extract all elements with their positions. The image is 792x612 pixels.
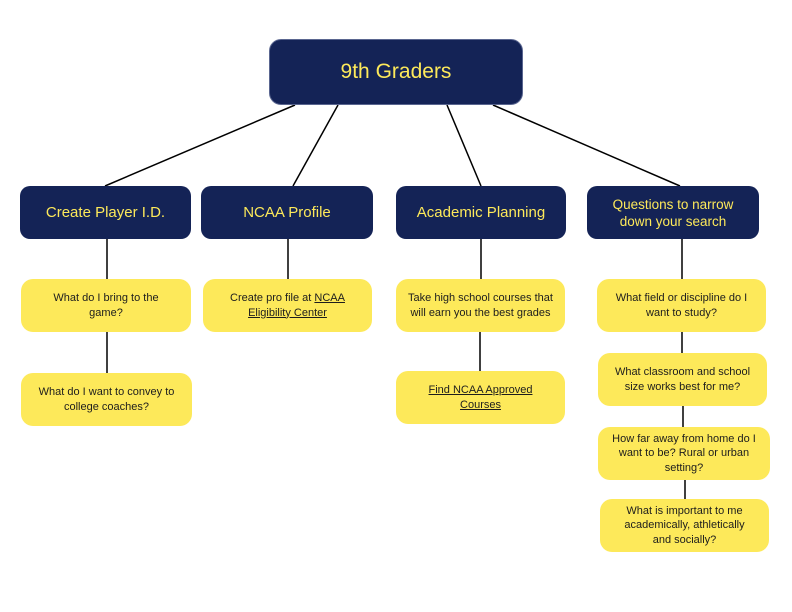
category-label: Questions to narrow down your search [612,196,734,229]
category-create-player-id: Create Player I.D. [20,186,191,239]
category-label: NCAA Profile [243,203,331,221]
category-ncaa-profile: NCAA Profile [201,186,373,239]
leaf-text: What is important to me academically, at… [624,504,745,546]
category-academic-planning: Academic Planning [396,186,566,239]
category-label: Academic Planning [416,203,546,221]
leaf-text: How far away from home do I want to be? … [612,432,756,474]
leaf-create-profile: Create pro file at NCAA Eligibility Cent… [203,279,372,332]
category-questions: Questions to narrow down your search [587,186,759,239]
connector-root-questions [492,104,681,187]
root-label: 9th Graders [340,60,452,83]
category-label: Create Player I.D. [45,203,166,221]
leaf-important-to-me: What is important to me academically, at… [600,499,769,552]
find-ncaa-approved-courses-link[interactable]: Find NCAA Approved Courses [428,384,533,411]
ncaa-eligibility-center-link[interactable]: NCAA Eligibility Center [248,292,345,319]
connector-root-player-id [104,104,296,187]
leaf-field-discipline: What field or discipline do I want to st… [597,279,766,332]
leaf-what-do-i-bring: What do I bring to the game? [21,279,191,332]
leaf-text: What classroom and school size works bes… [614,366,751,393]
leaf-text: What do I bring to the game? [53,292,159,319]
leaf-take-courses: Take high school courses that will earn … [396,279,565,332]
leaf-text: Take high school courses that will earn … [408,292,553,319]
leaf-convey-to-coaches: What do I want to convey to college coac… [21,373,192,426]
connector-root-ncaa-profile [292,104,339,187]
root-node: 9th Graders [269,39,523,105]
leaf-text: Create pro file at NCAA Eligibility Cent… [221,291,354,320]
connector-root-academic [446,104,482,187]
leaf-distance-from-home: How far away from home do I want to be? … [598,427,770,480]
leaf-prefix: Create pro file at [230,292,315,304]
leaf-classroom-size: What classroom and school size works bes… [598,353,767,406]
leaf-text: What do I want to convey to college coac… [38,386,175,413]
leaf-text: What field or discipline do I want to st… [615,292,748,319]
leaf-find-approved-courses: Find NCAA Approved Courses [396,371,565,424]
